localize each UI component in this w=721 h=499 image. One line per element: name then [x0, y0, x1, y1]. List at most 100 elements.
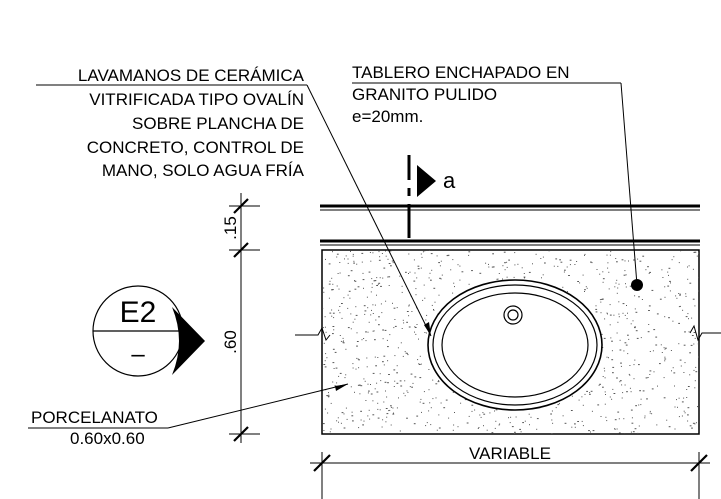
hatch-dot [383, 401, 385, 403]
hatch-dot [683, 372, 685, 373]
hatch-dot [680, 250, 682, 252]
hatch-dot [611, 350, 613, 352]
hatch-dot [600, 312, 602, 314]
hatch-dot [419, 355, 421, 357]
hatch-dot [439, 265, 441, 267]
hatch-dot [387, 258, 389, 260]
hatch-dot [360, 410, 362, 412]
hatch-dot [586, 390, 588, 392]
hatch-dot [574, 264, 576, 265]
hatch-dot [354, 280, 357, 282]
hatch-dot [669, 290, 671, 292]
hatch-dot [582, 404, 584, 406]
hatch-dot [633, 259, 635, 261]
hatch-dot [486, 429, 488, 431]
hatch-dot [553, 265, 555, 267]
hatch-dot [634, 308, 636, 310]
hatch-dot [564, 422, 567, 424]
hatch-dot [361, 339, 363, 341]
hatch-dot [618, 418, 620, 420]
hatch-dot [329, 431, 331, 433]
hatch-dot [401, 328, 403, 329]
hatch-dot [494, 427, 496, 429]
hatch-dot [408, 273, 409, 274]
hatch-dot [343, 340, 344, 342]
hatch-dot [653, 329, 656, 331]
hatch-dot [322, 307, 324, 309]
hatch-dot [352, 420, 354, 422]
hatch-dot [506, 276, 508, 278]
hatch-dot [333, 368, 335, 369]
horizontal-dimension: VARIABLE [310, 444, 710, 499]
hatch-dot [328, 297, 330, 299]
hatch-dot [694, 423, 696, 425]
hatch-dot [582, 425, 584, 427]
hatch-dot [510, 416, 512, 418]
hatch-dot [384, 381, 387, 383]
hatch-dot [355, 306, 357, 308]
hatch-dot [646, 398, 648, 400]
hatch-dot [485, 262, 487, 264]
hatch-dot [637, 432, 639, 434]
hatch-dot [640, 398, 642, 400]
hatch-dot [515, 416, 517, 418]
hatch-dot [424, 297, 426, 299]
triangle-right-icon [417, 165, 436, 197]
hatch-dot [406, 311, 409, 312]
hatch-dot [649, 370, 652, 372]
hatch-dot [509, 422, 511, 424]
hatch-dot [606, 254, 608, 256]
hatch-dot [610, 337, 612, 339]
hatch-dot [403, 392, 405, 394]
hatch-dot [382, 277, 384, 279]
hatch-dot [633, 364, 635, 366]
hatch-dot [639, 260, 642, 262]
hatch-dot [393, 327, 395, 329]
hatch-dot [686, 389, 688, 390]
hatch-dot [678, 306, 680, 308]
hatch-dot [358, 427, 360, 429]
hatch-dot [494, 410, 495, 412]
hatch-dot [358, 367, 360, 369]
hatch-dot [339, 262, 341, 263]
hatch-dot [651, 289, 654, 291]
hatch-dot [616, 377, 618, 379]
hatch-dot [432, 398, 434, 400]
hatch-dot [369, 418, 371, 420]
hatch-dot [373, 330, 375, 332]
hatch-dot [616, 292, 618, 294]
hatch-dot [625, 286, 627, 288]
hatch-dot [694, 251, 697, 253]
hatch-dot [373, 280, 376, 282]
hatch-dot [513, 433, 515, 434]
hatch-dot [399, 380, 402, 382]
hatch-dot [613, 314, 615, 316]
hatch-dot [342, 342, 345, 344]
hatch-dot [332, 251, 333, 253]
section-label: a [443, 168, 456, 193]
hatch-dot [471, 404, 474, 406]
hatch-dot [579, 282, 581, 284]
hatch-dot [675, 295, 677, 297]
hatch-dot [343, 427, 346, 429]
hatch-dot [504, 262, 506, 264]
hatch-dot [652, 350, 654, 352]
hatch-dot [430, 279, 432, 281]
hatch-dot [414, 326, 416, 328]
hatch-dot [454, 286, 455, 288]
hatch-dot [519, 428, 521, 430]
hatch-dot [422, 299, 424, 301]
hatch-dot [624, 433, 626, 434]
hatch-dot [363, 305, 366, 307]
hatch-dot [612, 388, 614, 390]
hatch-dot [635, 330, 638, 332]
hatch-dot [352, 367, 354, 369]
hatch-dot [376, 294, 377, 296]
hatch-dot [555, 407, 557, 409]
hatch-dot [394, 319, 396, 320]
hatch-dot [674, 406, 676, 408]
hatch-dot [380, 380, 382, 382]
hatch-dot [336, 285, 338, 287]
hatch-dot [595, 305, 597, 307]
hatch-dot [589, 392, 591, 394]
